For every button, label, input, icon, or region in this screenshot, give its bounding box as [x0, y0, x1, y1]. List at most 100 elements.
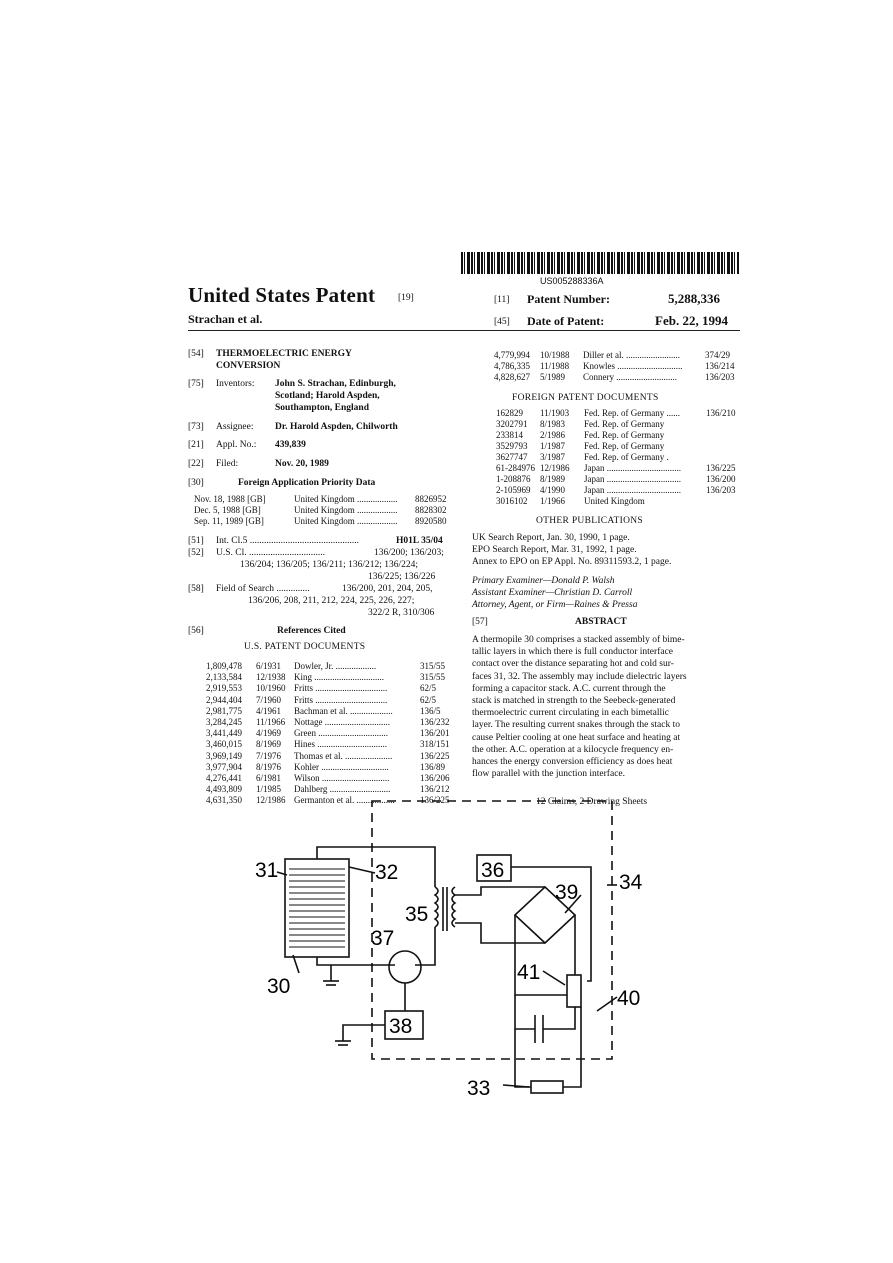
doc-date: 7/1960: [256, 694, 282, 705]
assistant-examiner: Assistant Examiner—Christian D. Carroll: [472, 588, 633, 598]
doc-name: Germanton et al. .................: [294, 795, 395, 806]
priority-date: Sep. 11, 1989 [GB]: [194, 516, 264, 526]
doc-date: 4/1961: [256, 705, 282, 716]
doc-class: 136/5: [420, 705, 441, 716]
doc-date: 5/1989: [540, 372, 566, 382]
filed-value: Nov. 20, 1989: [275, 459, 329, 469]
doc-number: 3,284,245: [206, 717, 242, 727]
label-37: 37: [371, 927, 394, 950]
doc-number: 3,441,449: [206, 728, 242, 739]
doc-date: 8/1989: [540, 474, 566, 484]
doc-number: 3,977,904: [206, 761, 242, 772]
doc-number: 4,786,335: [494, 361, 530, 371]
doc-number: 233814: [496, 430, 523, 440]
doc-date: 12/1986: [256, 795, 286, 806]
priority-country: United Kingdom ..................: [294, 505, 398, 515]
abstract-line: stack is matched in strength to the Seeb…: [472, 696, 676, 706]
field-75-code: [75]: [188, 379, 204, 389]
doc-name: Dahlberg ...........................: [294, 784, 391, 795]
abstract-line: thermoelectric current circulating in ea…: [472, 708, 670, 719]
doc-number: 3,969,149: [206, 750, 242, 761]
field-search-label: Field of Search ..............: [216, 584, 310, 594]
inventor-short: Strachan et al.: [188, 312, 263, 326]
doc-name: United Kingdom: [584, 496, 645, 506]
circuit-figure: 31 32 30 35 36 37 38 39 40 41 33 34: [255, 800, 643, 1100]
field-search-line-2: 136/206, 208, 211, 212, 224, 225, 226, 2…: [248, 596, 415, 606]
doc-name: Dowler, Jr. ..................: [294, 661, 377, 671]
us-cl-label: U.S. Cl. ...............................…: [216, 548, 325, 558]
label-36: 36: [481, 859, 504, 882]
label-38: 38: [389, 1015, 412, 1038]
doc-number: 3202791: [496, 419, 528, 429]
doc-number: 3627747: [496, 452, 528, 462]
patent-title: United States Patent: [188, 283, 376, 307]
doc-number: 2,919,553: [206, 683, 242, 694]
doc-date: 11/1903: [540, 408, 570, 418]
label-33: 33: [467, 1077, 490, 1100]
inventors-line-1: John S. Strachan, Edinburgh,: [275, 379, 396, 389]
header-rule: [188, 330, 740, 331]
doc-class: 136/212: [420, 784, 450, 795]
doc-class: 62/5: [420, 683, 437, 694]
label-34: 34: [619, 871, 643, 894]
doc-date: 8/1976: [256, 761, 282, 772]
priority-number: 8828302: [415, 505, 447, 515]
doc-name: Green ...............................: [294, 728, 388, 739]
label-40: 40: [617, 987, 640, 1010]
patent-date: Feb. 22, 1994: [655, 313, 728, 328]
thermopile-stack: [284, 858, 350, 958]
date-code: [45]: [494, 317, 510, 327]
doc-date: 6/1981: [256, 773, 282, 783]
doc-class: 136/225: [706, 463, 736, 473]
doc-date: 12/1986: [540, 463, 570, 473]
doc-number: 2,981,775: [206, 705, 242, 716]
doc-number: 2-105969: [496, 485, 531, 495]
priority-title: Foreign Application Priority Data: [238, 478, 376, 488]
doc-number: 1-208876: [496, 474, 531, 484]
abstract-line: tallic layers in which there is full con…: [472, 647, 674, 658]
label-35: 35: [405, 903, 428, 926]
doc-name: Nottage .............................: [294, 717, 390, 727]
doc-name: Fed. Rep. of Germany: [584, 419, 665, 429]
doc-date: 10/1988: [540, 350, 570, 360]
doc-date: 4/1969: [256, 728, 282, 739]
doc-number: 162829: [496, 408, 523, 418]
doc-number: 61-284976: [496, 463, 535, 473]
field-search-line-3: 322/2 R, 310/306: [368, 608, 435, 618]
patent-number: 5,288,336: [668, 291, 720, 306]
doc-class: 136/201: [420, 728, 450, 739]
doc-date: 8/1969: [256, 739, 282, 750]
barcode: [461, 252, 739, 274]
doc-name: Knowles .............................: [583, 361, 683, 371]
doc-number: 4,828,627: [494, 372, 530, 382]
inventors-line-3: Southampton, England: [275, 403, 369, 413]
label-31: 31: [255, 859, 278, 882]
doc-date: 3/1987: [540, 452, 566, 462]
doc-class: 315/55: [420, 672, 446, 683]
doc-name: Fed. Rep. of Germany .: [584, 452, 669, 462]
appl-no-value: 439,839: [275, 440, 306, 450]
date-label: Date of Patent:: [527, 314, 605, 328]
doc-name: Bachman et al. ...................: [294, 705, 393, 716]
doc-date: 12/1938: [256, 672, 286, 683]
doc-date: 6/1931: [256, 661, 282, 671]
block-36: [476, 854, 512, 882]
abstract-line: layer. The resulting current snakes thro…: [472, 720, 680, 731]
doc-class: 136/203: [706, 485, 736, 495]
priority-number: 8826952: [415, 494, 447, 504]
doc-name: Connery ...........................: [583, 372, 677, 382]
abstract-line: flow parallel with the junction interfac…: [472, 769, 625, 780]
us-cl-line-3: 136/225; 136/226: [368, 572, 436, 582]
doc-name: Kohler ..............................: [294, 761, 389, 772]
doc-name: Japan .................................: [584, 485, 681, 495]
inventors-label: Inventors:: [216, 379, 255, 389]
doc-class: 62/5: [420, 694, 437, 705]
title-code: [19]: [398, 293, 414, 303]
label-41: 41: [517, 961, 540, 984]
us-docs-title: U.S. PATENT DOCUMENTS: [244, 642, 366, 652]
field-21-code: [21]: [188, 440, 204, 450]
assignee-value: Dr. Harold Aspden, Chilworth: [275, 422, 398, 432]
abstract-line: faces 31, 32. The assembly may include d…: [472, 671, 687, 682]
other-pub-1: UK Search Report, Jan. 30, 1990, 1 page.: [472, 533, 630, 543]
attorney: Attorney, Agent, or Firm—Raines & Pressa: [472, 600, 638, 610]
